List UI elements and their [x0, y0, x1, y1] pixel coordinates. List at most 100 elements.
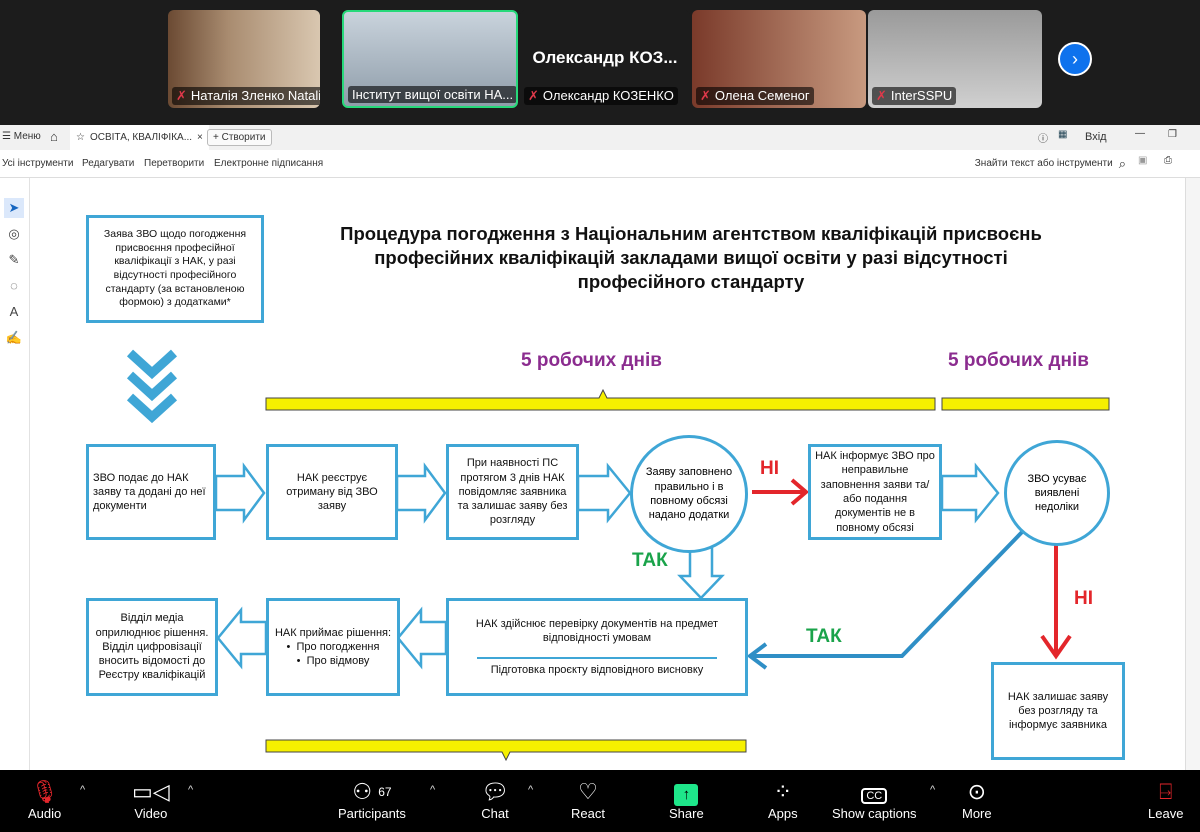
- more-icon: ⊙: [967, 779, 987, 804]
- red-arrow-down-no: [1040, 543, 1072, 660]
- participants-count: 67: [378, 785, 392, 799]
- search-icon[interactable]: ⌕: [1118, 155, 1126, 171]
- video-tile[interactable]: ✗InterSSPU: [868, 10, 1042, 108]
- arrow-left-2: [216, 606, 268, 670]
- heart-icon: ♡: [578, 779, 598, 804]
- video-label: Video: [134, 806, 168, 821]
- next-page-button[interactable]: ›: [1058, 42, 1092, 76]
- video-tile[interactable]: Олександр КОЗ... ✗Олександр КОЗЕНКО: [520, 10, 690, 108]
- participant-name: ✗Олена Семеног: [696, 87, 814, 105]
- participants-button[interactable]: ⚇ 67 Participants: [338, 778, 406, 821]
- video-button[interactable]: ▭◁Video: [132, 778, 170, 821]
- cc-icon: CC: [832, 778, 917, 806]
- select-cursor-icon[interactable]: ➤: [4, 198, 24, 218]
- arrow-left-1: [396, 606, 448, 670]
- participant-name: ✗Наталія Зленко Natalii...: [172, 87, 320, 105]
- leave-icon: ⍈: [1159, 779, 1173, 804]
- participants-options-caret[interactable]: ^: [430, 784, 436, 796]
- decision-box: НАК приймає рішення: • Про погодження • …: [266, 598, 400, 696]
- convert-menu[interactable]: Перетворити: [144, 158, 205, 169]
- close-tab-button[interactable]: ×: [197, 132, 203, 143]
- text-box-icon[interactable]: A: [9, 304, 19, 319]
- leave-label: Leave: [1148, 806, 1184, 821]
- decide-item: Про відмову: [306, 655, 370, 668]
- no-label-1: НІ: [760, 458, 779, 479]
- diagram-title: Процедура погодження з Національним аген…: [340, 223, 1042, 293]
- video-strip: ✗Наталія Зленко Natalii... Інститут вищо…: [0, 0, 1200, 125]
- chevron-down-icon: [126, 349, 178, 424]
- inform-box: НАК інформує ЗВО про неправильне заповне…: [808, 444, 942, 540]
- yes-label-2: ТАК: [806, 626, 842, 647]
- chat-options-caret[interactable]: ^: [528, 784, 534, 796]
- participants-icon: ⚇ 67: [352, 779, 392, 804]
- arrow-right-1: [214, 462, 266, 524]
- save-icon[interactable]: ▣: [1138, 155, 1148, 166]
- bracket-bottom: [265, 739, 747, 762]
- search-tools-input[interactable]: Знайти текст або інструменти: [974, 158, 1113, 169]
- decision-circle: Заяву заповнено правильно і в повному об…: [630, 435, 748, 553]
- arrow-right-3: [576, 462, 632, 524]
- no-label-2: НІ: [1074, 588, 1093, 609]
- comment-icon[interactable]: ◎: [8, 226, 20, 241]
- apps-button[interactable]: ⁘Apps: [768, 778, 798, 821]
- sign-in-button[interactable]: Вхід: [1085, 131, 1107, 143]
- audio-button[interactable]: 🎙︎ Audio: [28, 778, 61, 821]
- chat-label: Chat: [481, 806, 509, 821]
- divider: [477, 657, 717, 660]
- participant-name: ✗InterSSPU: [872, 87, 957, 105]
- all-tools-menu[interactable]: Усі інструменти: [2, 158, 74, 169]
- audio-options-caret[interactable]: ^: [80, 784, 86, 796]
- home-icon[interactable]: ⌂: [50, 129, 58, 144]
- reject-box: НАК залишає заяву без розгляду та інформ…: [991, 662, 1125, 760]
- apps-grid-icon[interactable]: ▦: [1058, 129, 1068, 140]
- edit-menu[interactable]: Редагувати: [82, 158, 135, 169]
- pdf-page: Заява ЗВО щодо погодження присвоєння про…: [36, 178, 1185, 770]
- star-icon: ☆: [76, 132, 85, 143]
- participants-label: Participants: [338, 806, 406, 821]
- share-button[interactable]: ↑Share: [669, 778, 704, 821]
- mic-muted-icon: 🎙︎: [30, 779, 59, 804]
- maximize-button[interactable]: ❐: [1168, 129, 1177, 140]
- right-panel: [1185, 178, 1200, 770]
- menu-label: Меню: [13, 131, 41, 142]
- mic-muted-icon: ✗: [876, 88, 887, 103]
- step-ps-check-box: При наявності ПС протягом 3 днів НАК пов…: [446, 444, 579, 540]
- captions-options-caret[interactable]: ^: [930, 784, 936, 796]
- audio-label: Audio: [28, 806, 62, 821]
- react-button[interactable]: ♡React: [571, 778, 605, 821]
- leave-button[interactable]: ⍈ Leave: [1148, 778, 1183, 821]
- chat-button[interactable]: 💬︎Chat: [481, 778, 509, 821]
- document-tab[interactable]: ☆ОСВІТА, КВАЛІФІКА... ×: [70, 125, 209, 150]
- yes-label-1: ТАК: [632, 550, 668, 571]
- help-icon[interactable]: ⓘ: [1038, 134, 1048, 145]
- sign-icon[interactable]: ✍: [5, 330, 23, 345]
- menu-button[interactable]: ☰ Меню: [2, 131, 41, 142]
- prepare-text: Підготовка проєкту відповідного висновку: [490, 664, 704, 677]
- left-tool-panel: ➤ ◎ ✎ ◌ A ✍: [0, 178, 30, 770]
- e-sign-menu[interactable]: Електронне підписання: [214, 158, 324, 169]
- check-text: НАК здійснює перевірку документів на пре…: [475, 617, 719, 644]
- mic-muted-icon: ✗: [176, 88, 187, 103]
- print-icon[interactable]: ⎙: [1164, 155, 1172, 166]
- participant-name: Інститут вищої освіти НА...: [348, 86, 516, 103]
- video-options-caret[interactable]: ^: [188, 784, 194, 796]
- minimize-button[interactable]: —: [1135, 128, 1145, 139]
- create-button[interactable]: + Створити: [207, 129, 272, 146]
- lasso-icon[interactable]: ◌: [10, 278, 18, 293]
- apps-label: Apps: [768, 806, 798, 821]
- more-button[interactable]: ⊙ More: [962, 778, 992, 821]
- mic-muted-icon: ✗: [528, 88, 539, 103]
- video-tile[interactable]: ✗Олена Семеног: [692, 10, 866, 108]
- video-tile[interactable]: ✗Наталія Зленко Natalii...: [168, 10, 320, 108]
- tab-bar: ☰ Меню ⌂ ☆ОСВІТА, КВАЛІФІКА... × + Створ…: [0, 125, 1200, 150]
- bracket-days-2: [941, 397, 1110, 411]
- more-label: More: [962, 806, 992, 821]
- fix-circle: ЗВО усуває виявлені недоліки: [1004, 440, 1110, 546]
- days-label-1: 5 робочих днів: [521, 350, 662, 371]
- video-tile-active[interactable]: Інститут вищої освіти НА...: [342, 10, 518, 108]
- publish-box: Відділ медіа оприлюднює рішення. Відділ …: [86, 598, 218, 696]
- check-box: НАК здійснює перевірку документів на пре…: [446, 598, 748, 696]
- share-icon: ↑: [669, 778, 704, 806]
- pen-icon[interactable]: ✎: [8, 252, 20, 267]
